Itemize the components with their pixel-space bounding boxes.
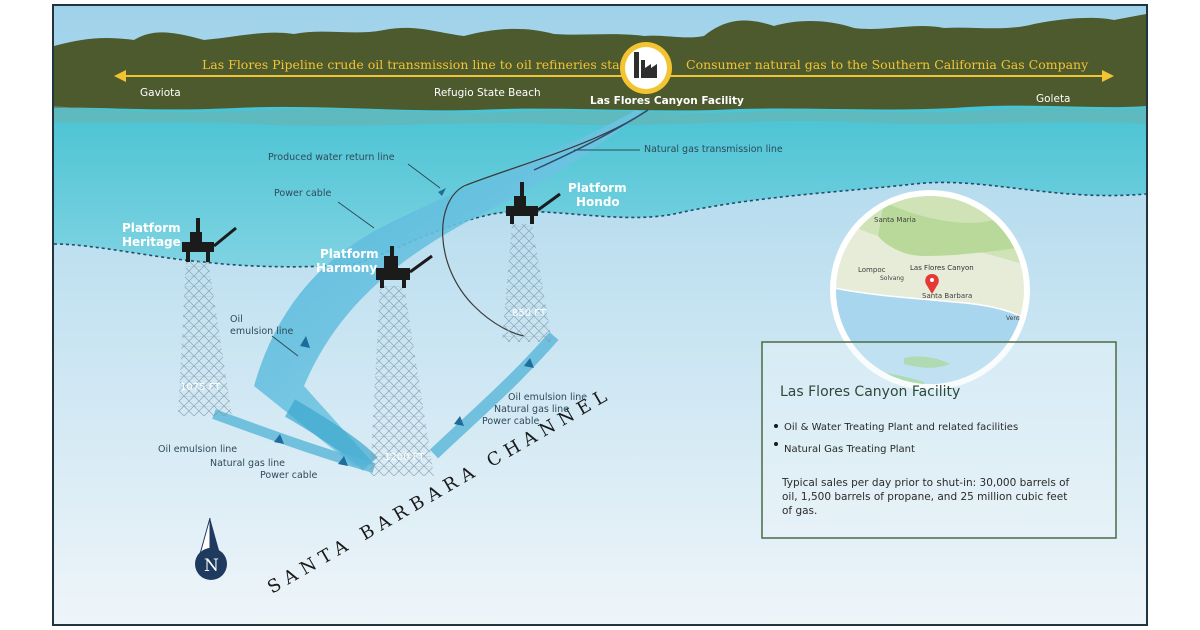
map-place-santa-barbara: Santa Barbara: [922, 292, 972, 300]
map-place-solvang: Solvang: [880, 275, 904, 282]
platform-hondo-icon: [506, 182, 561, 224]
flow-arrow: [438, 188, 446, 196]
platform-heritage-label-1: Platform: [122, 221, 181, 235]
oil-emulsion-label-1: Oil: [230, 314, 243, 325]
platform-harmony-label-2: Harmony: [316, 261, 377, 275]
banner-left-bg: [196, 56, 614, 74]
banner-arrowhead-right: [1102, 70, 1114, 82]
leader-line: [271, 335, 299, 357]
leader-line: [407, 163, 441, 189]
map-place-las-flores: Las Flores Canyon: [910, 264, 974, 272]
natural-gas-transmission-line: [442, 109, 649, 337]
harmony-heritage-connector: [285, 399, 378, 472]
seafloor-right-label-1: Oil emulsion line: [508, 392, 587, 403]
place-goleta: Goleta: [1036, 93, 1071, 105]
north-compass-icon: N: [195, 517, 227, 580]
harmony-depth: 1200 FT: [384, 452, 425, 463]
factory-icon: [634, 52, 657, 78]
platform-harmony-icon: [376, 246, 433, 288]
seafloor-right-label-3: Power cable: [482, 416, 539, 427]
inset-map: Santa Maria Lompoc Solvang Las Flores Ca…: [830, 190, 1030, 390]
banner-arrowhead-left: [114, 70, 126, 82]
platform-hondo-label-2: Hondo: [576, 195, 620, 209]
info-box-title: Las Flores Canyon Facility: [780, 384, 960, 400]
heritage-jacket: [178, 260, 232, 416]
seafloor-right-label-2: Natural gas line: [494, 404, 569, 415]
map-place-vent: Vent: [1006, 315, 1020, 322]
info-bullet-2: Natural Gas Treating Plant: [784, 444, 915, 455]
banner-left-text: Las Flores Pipeline crude oil transmissi…: [202, 57, 666, 72]
platform-heritage-icon: [182, 218, 237, 262]
banner-right-bg: [680, 56, 1044, 74]
produced-water-label: Produced water return line: [268, 152, 395, 163]
place-las-flores-facility: Las Flores Canyon Facility: [590, 95, 744, 107]
flow-arrow: [454, 416, 464, 426]
flow-arrow: [300, 336, 310, 348]
info-bullet-1: Oil & Water Treating Plant and related f…: [784, 422, 1018, 433]
shelf-edge-line: [54, 181, 1146, 268]
banner-right-text: Consumer natural gas to the Southern Cal…: [686, 57, 1089, 72]
seafloor-left-label-1: Oil emulsion line: [158, 444, 237, 455]
platform-hondo-label-1: Platform: [568, 181, 627, 195]
map-place-santa-maria: Santa Maria: [874, 216, 916, 224]
seafloor-bundle-right: [429, 332, 559, 459]
place-gaviota: Gaviota: [140, 87, 181, 99]
pipeline-bundle: [254, 110, 642, 466]
info-note-line-3: of gas.: [782, 505, 817, 517]
place-refugio: Refugio State Beach: [434, 87, 541, 99]
facility-feed-line: [533, 109, 649, 171]
bullet-dot: [774, 424, 778, 428]
bullet-dot: [774, 442, 778, 446]
location-pin-icon: [925, 274, 939, 294]
seafloor-bundle-left: [212, 409, 376, 473]
flow-arrow: [524, 358, 534, 368]
natural-gas-transmission-label: Natural gas transmission line: [644, 144, 783, 155]
seafloor-left-label-2: Natural gas line: [210, 458, 285, 469]
platform-harmony-label-1: Platform: [320, 247, 379, 261]
leader-line: [337, 201, 375, 229]
map-place-lompoc: Lompoc: [858, 266, 886, 274]
diagram-frame: Las Flores Pipeline crude oil transmissi…: [52, 4, 1148, 626]
info-note-line-1: Typical sales per day prior to shut-in: …: [781, 477, 1070, 489]
flow-arrow: [338, 456, 348, 466]
pipeline-diagram: Las Flores Pipeline crude oil transmissi…: [54, 6, 1146, 624]
heritage-depth: 1075 FT: [180, 382, 221, 393]
seafloor-left-label-3: Power cable: [260, 470, 317, 481]
flow-arrow: [274, 434, 284, 444]
power-cable-label: Power cable: [274, 188, 331, 199]
oil-emulsion-label-2: emulsion line: [230, 326, 294, 337]
hondo-jacket: [502, 224, 552, 342]
hondo-depth: 850 FT: [512, 308, 547, 319]
harmony-jacket: [370, 286, 434, 476]
compass-letter: N: [204, 556, 219, 576]
facility-info-box: Las Flores Canyon Facility Oil & Water T…: [761, 341, 1117, 539]
info-note-line-2: oil, 1,500 barrels of propane, and 25 mi…: [782, 491, 1067, 503]
shoreline: [54, 106, 1146, 126]
platform-heritage-label-2: Heritage: [122, 235, 181, 249]
